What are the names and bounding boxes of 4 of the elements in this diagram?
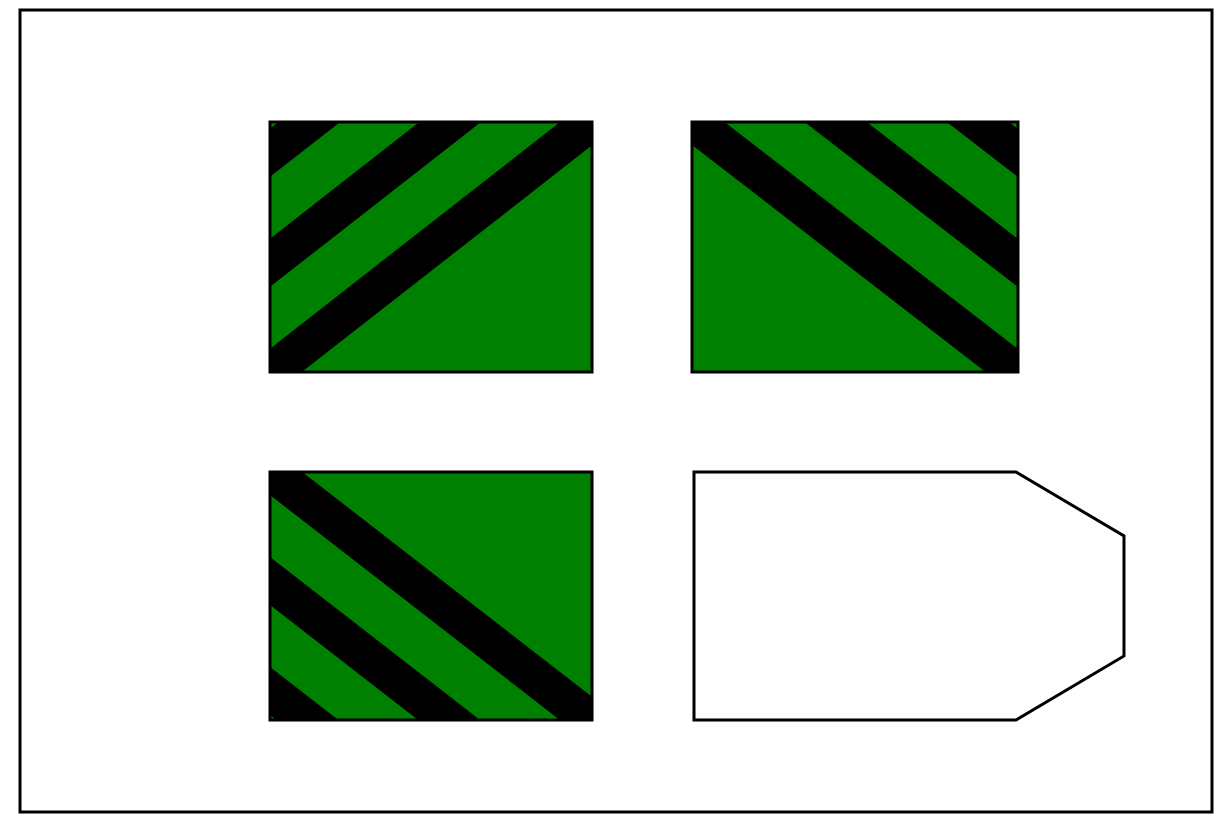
striped-flag: [690, 120, 1020, 374]
striped-flag: [268, 470, 594, 722]
striped-flag: [268, 120, 594, 374]
pointed-flag: [692, 470, 1126, 722]
